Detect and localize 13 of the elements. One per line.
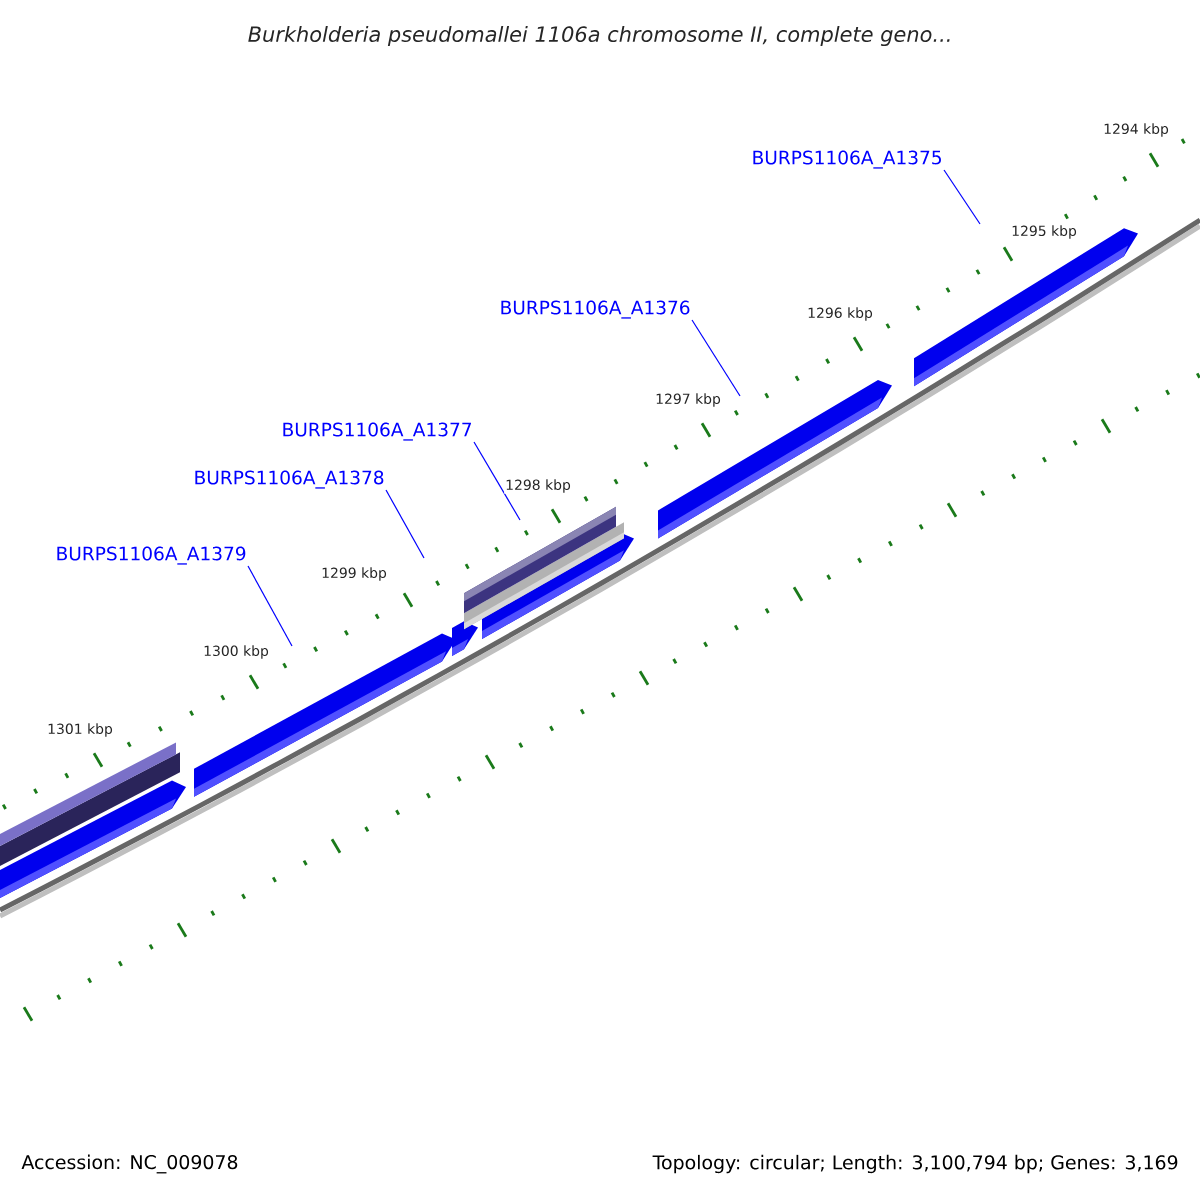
accession-text: Accession: NC_009078 bbox=[20, 1153, 240, 1175]
leader-line bbox=[691, 319, 741, 397]
title: Burkholderia pseudomallei 1106a chromosome II, complete geno... bbox=[248, 25, 950, 47]
leader-line bbox=[247, 565, 293, 647]
gene-label: BURPS1106A_A1378 bbox=[195, 470, 384, 489]
gene-label: BURPS1106A_A1375 bbox=[753, 150, 941, 169]
genome-info-text: Topology: circular; Length: 3,100,794 bp; Genes: 3,169 bbox=[651, 1153, 1180, 1175]
gene-label: BURPS1106A_A1376 bbox=[501, 300, 690, 319]
leader-line bbox=[385, 489, 425, 559]
gene-label: BURPS1106A_A1377 bbox=[283, 422, 471, 441]
gene-label: BURPS1106A_A1379 bbox=[57, 546, 246, 565]
leader-line bbox=[473, 441, 521, 521]
leader-line bbox=[943, 169, 981, 225]
